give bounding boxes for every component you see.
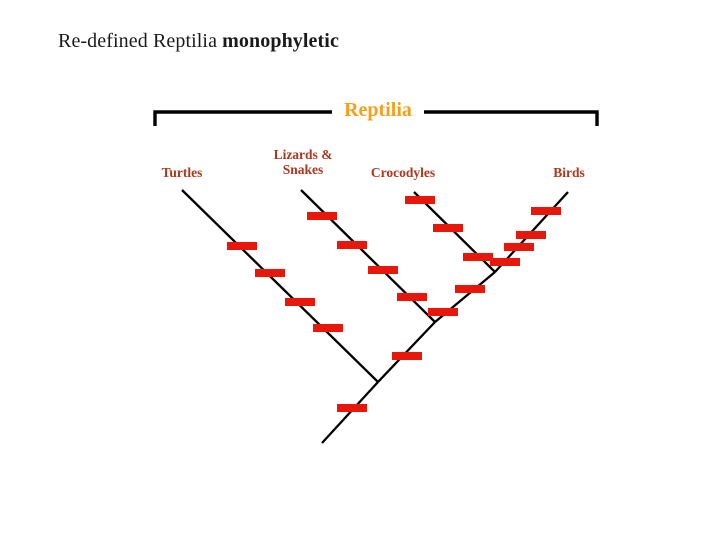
tick-mark xyxy=(463,253,493,261)
taxon-label-lizards-and-snakes-line-1: Lizards & xyxy=(273,147,333,162)
tick-mark xyxy=(428,308,458,316)
tick-mark xyxy=(285,298,315,306)
taxon-label-crocodyles-line-1: Crocodyles xyxy=(370,165,436,180)
tick-mark xyxy=(337,241,367,249)
page-title-prefix: Re-defined Reptilia xyxy=(58,30,223,52)
branch-lizards-snakes xyxy=(300,189,436,323)
branch-turtles xyxy=(181,189,379,383)
taxon-label-lizards-and-snakes-line-2: Snakes xyxy=(282,162,324,177)
clade-label-reptilia: Reptilia xyxy=(344,99,412,121)
branch-lines xyxy=(181,189,569,444)
branch-trunk xyxy=(321,381,379,444)
taxon-label-crocodyles: Crocodyles xyxy=(353,165,453,180)
tick-mark xyxy=(313,324,343,332)
tick-mark xyxy=(397,293,427,301)
tick-mark xyxy=(307,212,337,220)
tick-mark xyxy=(405,196,435,204)
page-title: Re-defined Reptilia monophyletic xyxy=(58,30,339,53)
tick-mark xyxy=(504,243,534,251)
tick-mark xyxy=(392,352,422,360)
tick-mark xyxy=(516,231,546,239)
taxon-label-turtles: Turtles xyxy=(142,165,222,180)
tick-mark xyxy=(531,207,561,215)
taxon-label-lizards-and-snakes: Lizards & Snakes xyxy=(263,147,343,177)
tick-mark xyxy=(368,266,398,274)
character-change-ticks xyxy=(227,196,561,412)
tick-mark xyxy=(227,242,257,250)
clade-bracket xyxy=(153,110,599,126)
page-title-emphasis: monophyletic xyxy=(222,30,339,52)
tick-mark xyxy=(490,258,520,266)
tick-mark xyxy=(433,224,463,232)
taxon-label-birds-line-1: Birds xyxy=(553,165,585,180)
taxon-label-turtles-line-1: Turtles xyxy=(161,165,203,180)
tick-mark xyxy=(255,269,285,277)
tick-mark xyxy=(337,404,367,412)
taxon-label-birds: Birds xyxy=(534,165,604,180)
tick-mark xyxy=(455,285,485,293)
